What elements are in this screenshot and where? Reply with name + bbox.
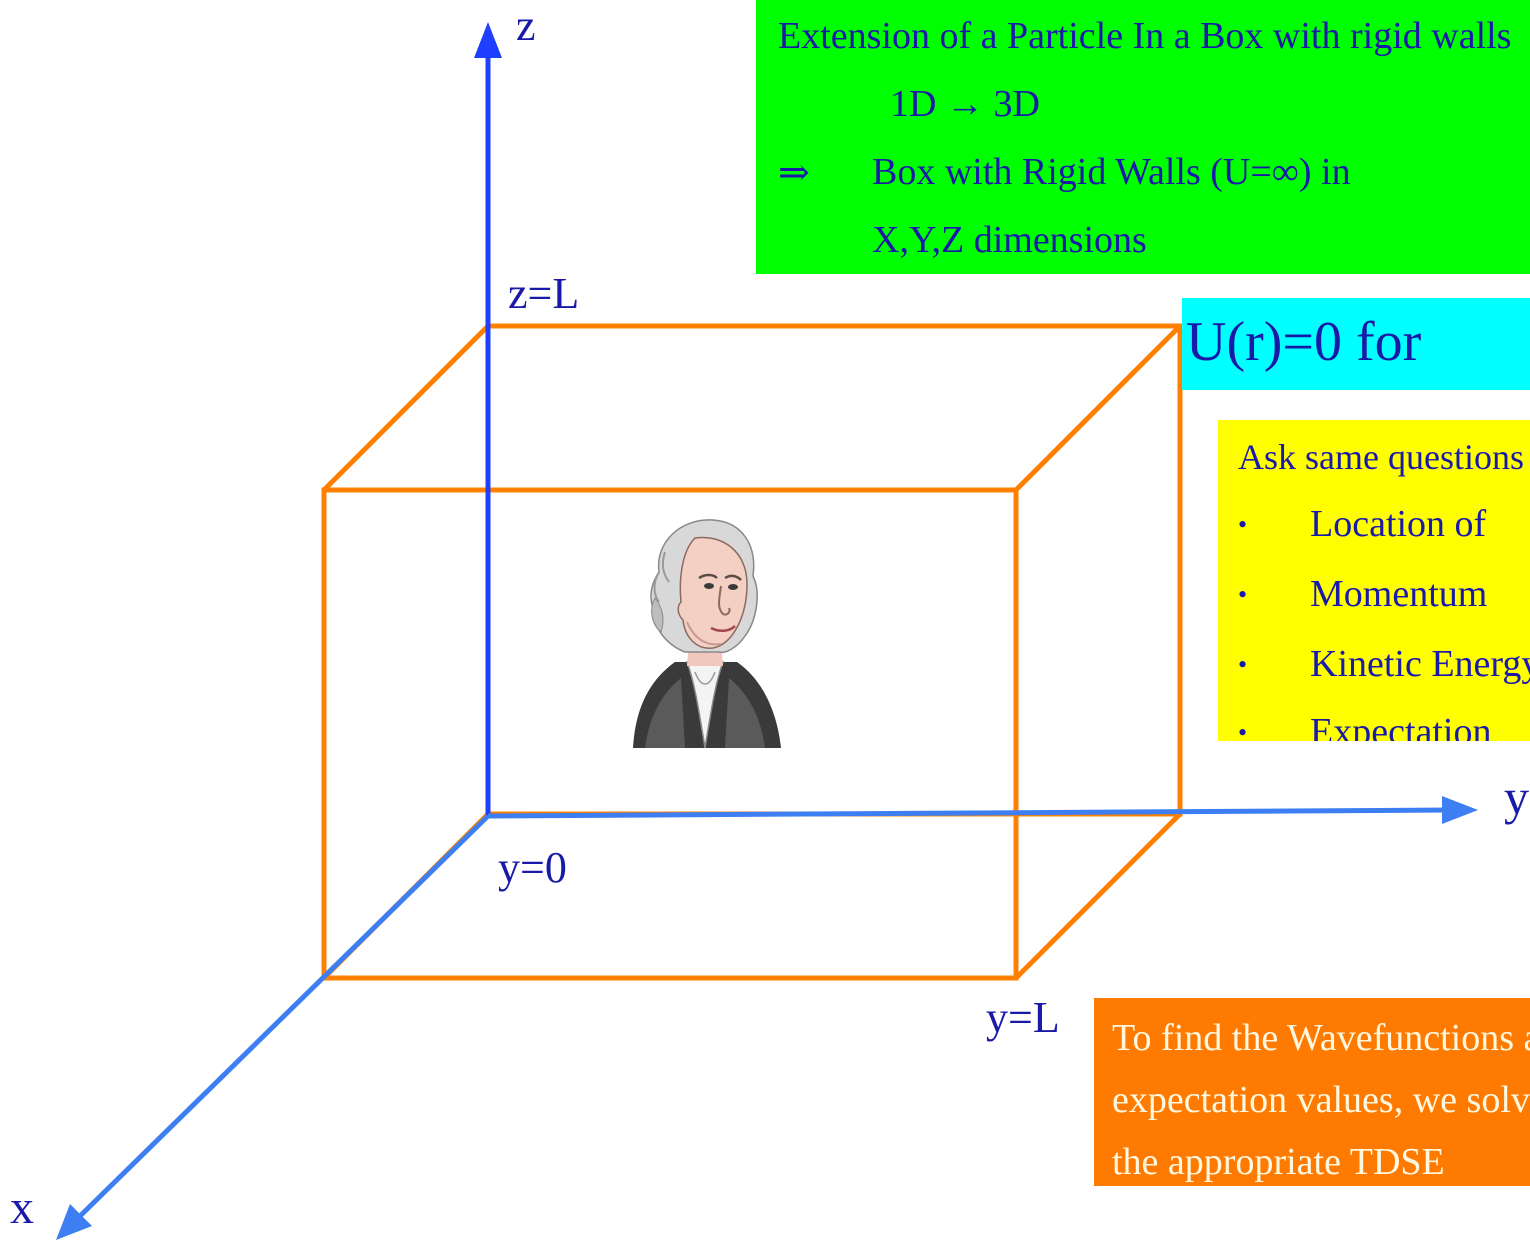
bullet-icon: • <box>1238 580 1248 609</box>
box-edge-bottom-right <box>1014 812 1182 980</box>
wavefunction-note-line-1: To find the Wavefunctions and <box>1112 1017 1530 1059</box>
bullet-icon: • <box>1238 510 1248 539</box>
box-front-face <box>321 487 1019 981</box>
y-axis-label: y <box>1504 769 1529 825</box>
z-top-label: z=L <box>508 269 580 318</box>
potential-condition-box: U(r)=0 for <box>1182 298 1530 390</box>
y-axis-arrowhead <box>1442 796 1478 824</box>
questions-box: Ask same questions • Location of • Momen… <box>1218 420 1530 741</box>
y-origin-label: y=0 <box>498 843 567 892</box>
potential-condition-text: U(r)=0 for <box>1186 311 1422 373</box>
x-axis <box>76 814 490 1220</box>
y-end-label: y=L <box>986 993 1060 1042</box>
portrait-bust-icon <box>633 519 781 748</box>
bullet-icon: • <box>1238 650 1248 679</box>
green-note-line-3: Box with Rigid Walls (U=∞) in <box>872 151 1351 193</box>
z-axis-label: z <box>516 1 536 50</box>
list-item-label: Location of <box>1310 503 1487 545</box>
list-item-label: Momentum <box>1310 573 1488 615</box>
questions-intro: Ask same questions <box>1238 437 1524 477</box>
y-axis <box>487 807 1451 819</box>
x-axis-arrowhead <box>56 1204 92 1240</box>
green-note-line-2: 1D → 3D <box>890 83 1040 125</box>
wavefunction-note-line-3: the appropriate TDSE <box>1112 1141 1445 1183</box>
box-edge-top-left <box>322 324 490 492</box>
bullet-icon: • <box>1238 718 1248 741</box>
green-note-line-4: X,Y,Z dimensions <box>872 219 1147 261</box>
list-item-label: Kinetic Energy <box>1310 643 1530 685</box>
green-note-line-1: Extension of a Particle In a Box with ri… <box>778 15 1512 57</box>
x-axis-label: x <box>10 1181 34 1234</box>
wavefunction-note-box: To find the Wavefunctions and expectatio… <box>1094 998 1530 1186</box>
implies-arrow-icon: ⇒ <box>778 152 810 194</box>
wavefunction-note-line-2: expectation values, we solve <box>1112 1079 1530 1121</box>
z-axis-arrowhead <box>474 22 502 58</box>
list-item-label: Expectation <box>1310 711 1492 741</box>
box-edge-top-right <box>1014 324 1182 492</box>
box-back-face <box>485 323 1183 817</box>
green-note-box: Extension of a Particle In a Box with ri… <box>756 0 1530 274</box>
